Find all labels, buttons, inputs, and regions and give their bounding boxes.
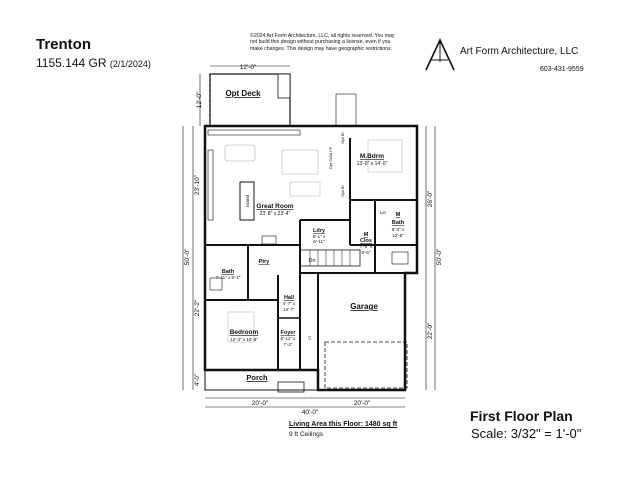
coat-closet-label: Cl bbox=[307, 336, 312, 340]
island-label: Island bbox=[245, 195, 250, 208]
ldry-dim: 6'-1" x bbox=[313, 234, 326, 239]
great-room-label: Great Room bbox=[256, 203, 293, 210]
bedroom-dim: 12'-3" x 10'-8" bbox=[230, 337, 258, 342]
copyright-line: make changes. This design may have geogr… bbox=[250, 45, 393, 52]
opt-deck-label: Opt Deck bbox=[225, 89, 261, 98]
m-bath-label: M bbox=[396, 212, 401, 218]
great-room-dim: 23'-8" x 23'-4" bbox=[260, 211, 291, 217]
kitchen-counter bbox=[207, 129, 301, 136]
dn-label: Dn bbox=[308, 258, 315, 264]
floor-plan-title: First Floor Plan bbox=[470, 408, 573, 424]
foyer-dim: 6'-11" x bbox=[281, 336, 296, 341]
opt-bi2-label: Opt BI bbox=[340, 185, 345, 196]
hall-dim: 4'-7" x bbox=[283, 301, 296, 306]
m-bath-label2: Bath bbox=[392, 220, 405, 226]
kitchen-island bbox=[239, 181, 255, 221]
copyright-line: not build this design without purchasing… bbox=[250, 39, 391, 46]
right-lower-dim: 22'-0" bbox=[427, 322, 434, 339]
dining-table bbox=[224, 144, 256, 162]
coffee-table bbox=[289, 181, 321, 197]
hall-dim2: 14'-7" bbox=[283, 307, 295, 312]
living-area: Living Area this Floor: 1480 sq ft bbox=[289, 421, 398, 428]
m-clos-label: M bbox=[364, 232, 369, 238]
bath-dim: 7'-11" x 8'-1" bbox=[216, 275, 241, 280]
m-clos-dim2: 8'-6" bbox=[362, 250, 371, 255]
floor-plan-scale: Scale: 3/32" = 1'-0" bbox=[471, 426, 582, 441]
porch-steps bbox=[277, 381, 305, 393]
bath-label: Bath bbox=[222, 269, 235, 275]
lin-label: Lin bbox=[380, 210, 387, 215]
ceiling-height: 9 ft Ceilings bbox=[289, 431, 323, 438]
foyer-dim2: 7'-2" bbox=[284, 342, 293, 347]
stair-down bbox=[299, 249, 361, 267]
right-total-dim: 50'-0" bbox=[436, 248, 443, 265]
hall-label: Hall bbox=[284, 295, 295, 301]
master-bed bbox=[367, 139, 403, 173]
m-bdrm-label: M.Bdrm bbox=[360, 153, 384, 160]
deck-width-dim: 12'-0" bbox=[240, 64, 257, 71]
firm-logo-icon bbox=[425, 38, 455, 71]
sofa bbox=[281, 149, 319, 175]
bottom-left-dim: 20'-0" bbox=[252, 400, 269, 407]
plan-number-value: 1155.144 GR bbox=[36, 56, 107, 70]
pantry-shelf bbox=[261, 235, 277, 245]
bottom-total-dim: 40'-0" bbox=[302, 409, 319, 416]
left-lower-dim: 22'-2" bbox=[194, 299, 201, 316]
plan-title-name: Trenton bbox=[36, 36, 91, 53]
left-total-dim: 50'-0" bbox=[184, 248, 191, 265]
copyright-line: ©2024 Art Form Architecture, LLC, all ri… bbox=[250, 33, 395, 39]
firm-name: Art Form Architecture, LLC bbox=[460, 46, 579, 57]
ldry-label: Ldry bbox=[313, 228, 326, 234]
master-shower bbox=[391, 251, 409, 265]
garage-label: Garage bbox=[350, 302, 378, 311]
copyright-notice: ©2024 Art Form Architecture, LLC, all ri… bbox=[250, 33, 430, 52]
dimension-lines bbox=[182, 65, 436, 408]
ldry-dim2: 6'-11" bbox=[313, 239, 325, 244]
bath-toilet bbox=[209, 277, 223, 291]
m-bath-dim2: 12'-8" bbox=[392, 233, 404, 238]
foyer-label: Foyer bbox=[281, 330, 297, 336]
garage-door-outline bbox=[324, 341, 408, 389]
side-counter bbox=[207, 149, 214, 221]
opt-solid-label: Opt Solid FP bbox=[328, 146, 333, 169]
ptry-label: Ptry bbox=[259, 259, 271, 265]
m-bath-dim: 9'-3" x bbox=[392, 227, 405, 232]
m-bdrm-dim: 13'-0" x 14'-0" bbox=[357, 161, 388, 167]
bedroom-bed bbox=[227, 311, 255, 343]
exterior-step bbox=[335, 93, 357, 127]
plan-date: (2/1/2024) bbox=[109, 59, 151, 69]
plan-number: 1155.144 GR (2/1/2024) bbox=[36, 56, 151, 70]
m-clos-dim: 7'-5" x bbox=[360, 244, 373, 249]
opt-bi-label: Opt BI bbox=[340, 132, 345, 143]
right-upper-dim: 26'-0" bbox=[427, 190, 434, 207]
deck-depth-dim: 12'-0" bbox=[196, 91, 203, 108]
left-porch-dim: 4'-0" bbox=[195, 374, 201, 386]
deck-stair bbox=[277, 73, 291, 99]
bottom-right-dim: 20'-0" bbox=[354, 400, 371, 407]
m-clos-label2: Clos bbox=[360, 238, 372, 244]
left-upper-dim: 23'-10" bbox=[194, 174, 201, 195]
firm-phone: 603-431-9559 bbox=[540, 66, 584, 73]
porch-label: Porch bbox=[246, 373, 268, 382]
bedroom-label: Bedroom bbox=[230, 329, 259, 336]
